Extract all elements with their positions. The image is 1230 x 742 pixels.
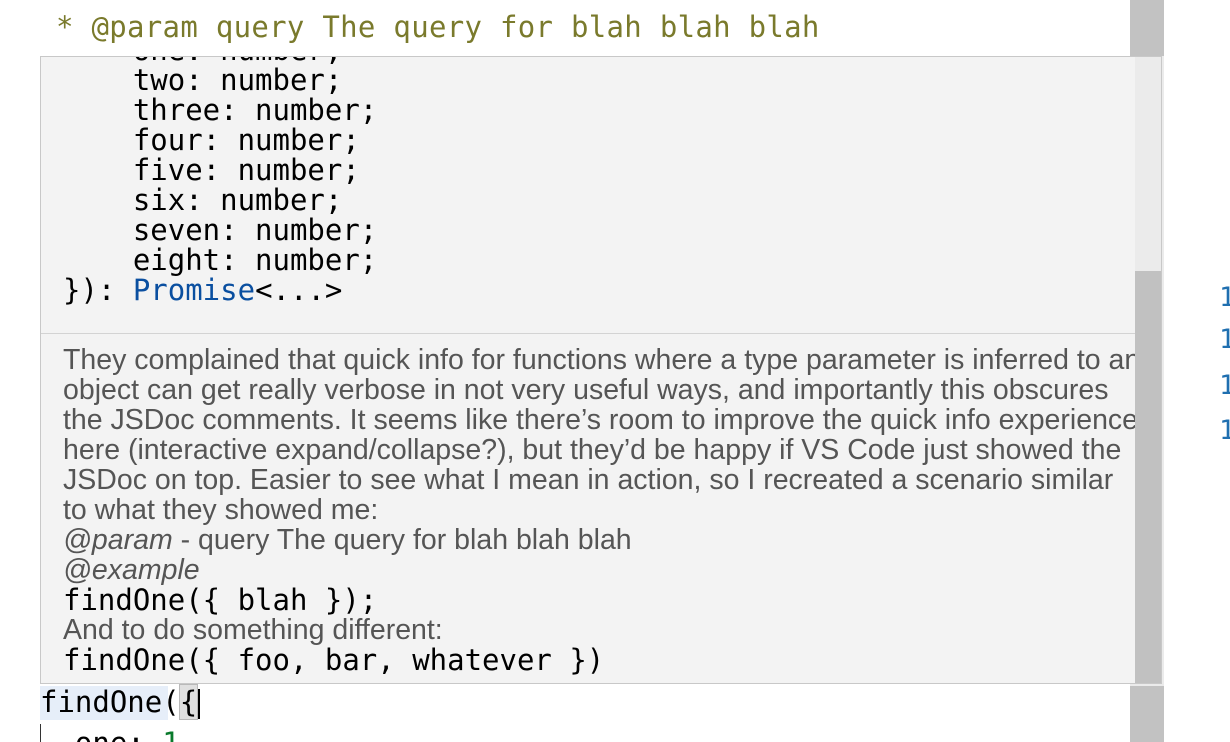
property-name: one: — [40, 726, 162, 742]
signature-line: one: number; — [63, 57, 343, 67]
quick-info-hover[interactable]: one: number; two: number; three: number;… — [40, 56, 1162, 684]
example-tag: @example — [63, 554, 200, 586]
signature-close: }): — [63, 273, 133, 307]
text-cursor — [198, 689, 201, 719]
signature-line: four: number; — [63, 123, 360, 157]
hover-signature: one: number; two: number; three: number;… — [41, 57, 1135, 334]
word-highlight — [40, 686, 168, 720]
example-text: And to do something different: — [63, 614, 443, 646]
line-number: 1 — [1219, 282, 1230, 313]
example-code: findOne({ foo, bar, whatever }) — [63, 643, 605, 677]
doc-param-line: @param - query The query for blah blah b… — [63, 525, 1141, 555]
editor-scrollbar-thumb[interactable] — [1130, 0, 1164, 56]
editor-line-comment[interactable] — [40, 0, 1130, 56]
editor-scrollbar-thumb-lower[interactable] — [1130, 686, 1164, 742]
line-number: 1 — [1219, 415, 1230, 446]
number-literal: 1 — [162, 726, 179, 742]
signature-line: seven: number; — [63, 213, 378, 247]
hover-scrollbar-thumb[interactable] — [1135, 271, 1161, 683]
signature-line: two: number; — [63, 63, 343, 97]
return-type-args: <...> — [255, 273, 343, 307]
line-number: 1 — [1219, 370, 1230, 401]
doc-description: They complained that quick info for func… — [63, 344, 1141, 526]
hover-documentation: They complained that quick info for func… — [63, 345, 1141, 675]
param-text: - query The query for blah blah blah — [172, 524, 632, 556]
matching-bracket: { — [178, 684, 199, 720]
code-line-partial[interactable]: one: 1 — [40, 728, 180, 742]
signature-line: five: number; — [63, 153, 360, 187]
signature-code: one: number; two: number; three: number;… — [63, 57, 377, 305]
function-call: findOne( — [40, 685, 180, 719]
signature-line: six: number; — [63, 183, 343, 217]
code-line[interactable]: findOne({ — [40, 684, 201, 720]
signature-line: eight: number; — [63, 243, 378, 277]
return-type: Promise — [132, 273, 256, 307]
editor-area[interactable] — [40, 684, 1130, 742]
signature-line: three: number; — [63, 93, 378, 127]
line-number: 1 — [1219, 324, 1230, 355]
param-tag: @param — [63, 524, 173, 556]
indent-guide — [40, 724, 41, 742]
example-code: findOne({ blah }); — [63, 583, 378, 617]
jsdoc-comment-line: * @param query The query for blah blah b… — [56, 10, 820, 44]
